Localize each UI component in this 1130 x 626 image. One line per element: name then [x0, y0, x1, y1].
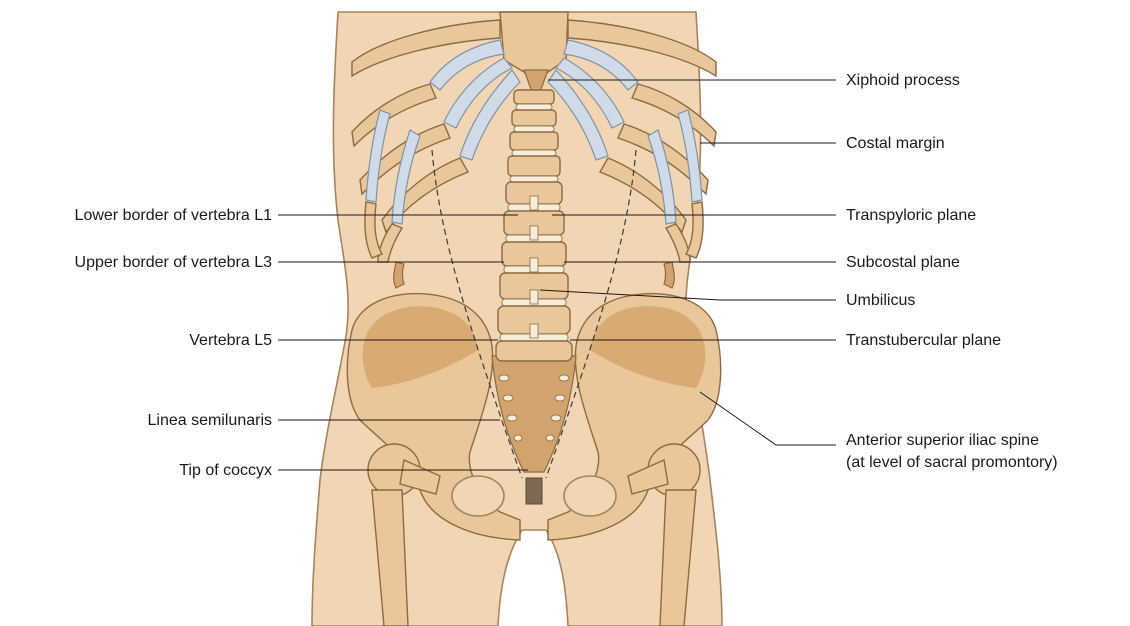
- label-sacral-promontory-note: (at level of sacral promontory): [846, 454, 1058, 471]
- label-costal-margin: Costal margin: [846, 135, 945, 152]
- label-umbilicus: Umbilicus: [846, 292, 915, 309]
- label-transpyloric-plane: Transpyloric plane: [846, 207, 976, 224]
- label-upper-border-l3: Upper border of vertebra L3: [75, 254, 273, 271]
- label-vertebra-l5: Vertebra L5: [189, 332, 272, 349]
- label-xiphoid-process: Xiphoid process: [846, 72, 960, 89]
- label-transtubercular-plane: Transtubercular plane: [846, 332, 1001, 349]
- label-subcostal-plane: Subcostal plane: [846, 254, 960, 271]
- pubic-symphysis: [526, 478, 542, 504]
- label-anterior-superior-iliac-spine: Anterior superior iliac spine: [846, 432, 1039, 449]
- label-linea-semilunaris: Linea semilunaris: [147, 412, 272, 429]
- label-tip-of-coccyx: Tip of coccyx: [179, 462, 272, 479]
- label-lower-border-l1: Lower border of vertebra L1: [75, 207, 273, 224]
